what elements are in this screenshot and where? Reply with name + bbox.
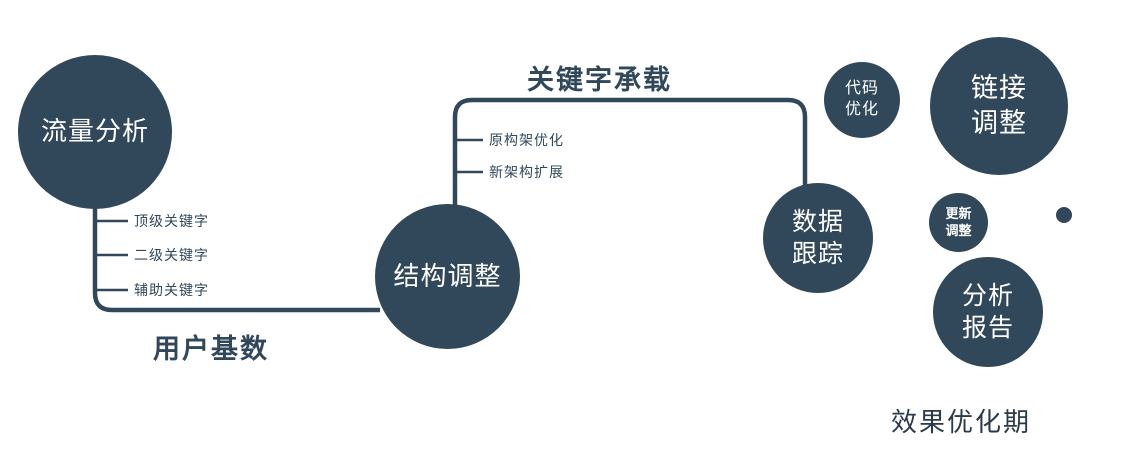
node-analysis-report: 分析 报告 xyxy=(933,257,1043,367)
node-link-adjustment: 链接 调整 xyxy=(930,37,1068,175)
branch-label-new-structure-expansion: 新架构扩展 xyxy=(489,164,564,180)
caption-effect-optimization-period: 效果优化期 xyxy=(891,407,1032,437)
edge-structure-to-tracking xyxy=(452,97,808,215)
node-traffic-analysis: 流量分析 xyxy=(18,55,172,209)
node-structure-adjustment: 结构调整 xyxy=(375,204,520,349)
edge-label-user-base: 用户基数 xyxy=(153,334,269,364)
edge-traffic-to-structure xyxy=(92,195,380,313)
branch-label-auxiliary-keywords: 辅助关键字 xyxy=(134,282,209,298)
node-data-tracking: 数据 跟踪 xyxy=(763,183,873,293)
bullet-dot xyxy=(1056,207,1072,223)
branch-label-secondary-keywords: 二级关键字 xyxy=(134,247,209,263)
branch-label-top-keywords: 顶级关键字 xyxy=(134,213,209,229)
edge-label-keyword-bearing: 关键字承载 xyxy=(527,65,672,95)
branch-ticks xyxy=(95,138,483,292)
node-update-adjustment: 更新 调整 xyxy=(929,193,988,252)
branch-label-original-structure-optimization: 原构架优化 xyxy=(489,132,564,148)
node-code-optimization: 代码 优化 xyxy=(824,62,900,138)
